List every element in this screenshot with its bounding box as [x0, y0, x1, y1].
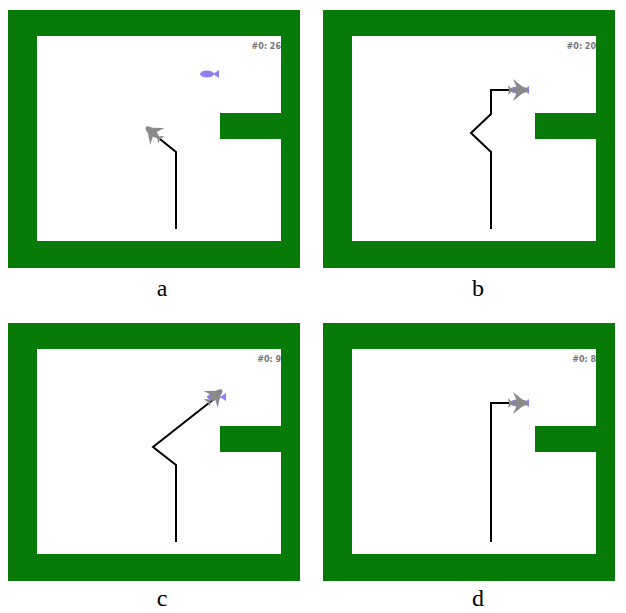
panel-letter: d [472, 586, 484, 610]
panel-d [323, 323, 615, 581]
panel-letter: a [157, 276, 168, 300]
score-counter: #0: 9 [257, 356, 281, 364]
score-counter: #0: 26 [252, 43, 281, 51]
panel-b [323, 10, 615, 268]
score-counter: #0: 8 [572, 356, 596, 364]
panel-letter: c [157, 586, 168, 610]
score-counter: #0: 20 [567, 43, 596, 51]
panel-letter: b [472, 276, 484, 300]
panel-c [8, 323, 300, 581]
panel-a [8, 10, 300, 268]
